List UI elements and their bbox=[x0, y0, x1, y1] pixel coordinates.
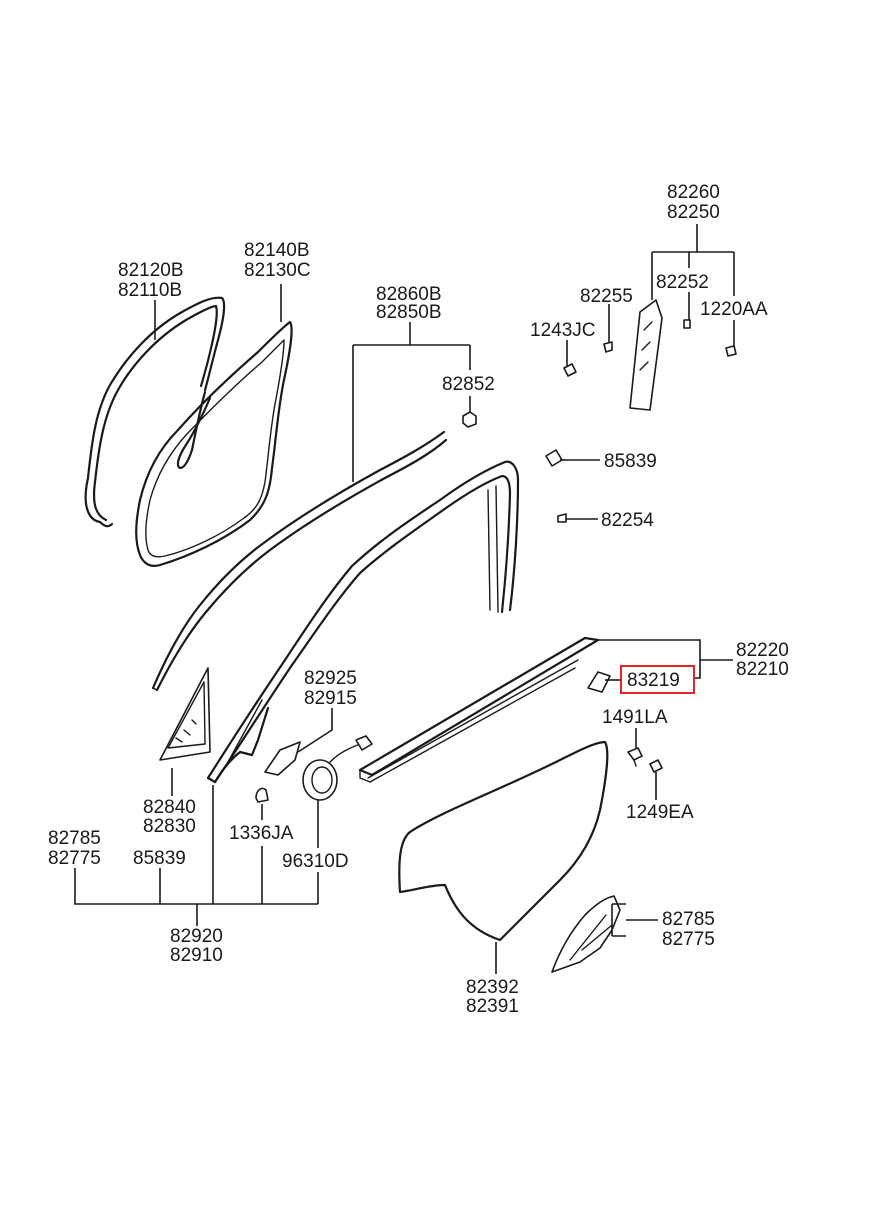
label-82920[interactable]: 82920 bbox=[170, 926, 223, 947]
clip-82255-drawing[interactable] bbox=[603, 341, 613, 353]
label-1243JC[interactable]: 1243JC bbox=[530, 320, 596, 341]
highlight-box bbox=[620, 665, 695, 694]
label-82830[interactable]: 82830 bbox=[143, 816, 196, 837]
label-82130C[interactable]: 82130C bbox=[244, 260, 311, 281]
label-82925[interactable]: 82925 bbox=[304, 668, 357, 689]
label-82260[interactable]: 82260 bbox=[667, 182, 720, 203]
clip-1336JA-drawing[interactable] bbox=[255, 787, 269, 803]
label-82850B[interactable]: 82850B bbox=[376, 302, 442, 323]
window-run-channel-drawing[interactable] bbox=[151, 430, 448, 692]
pad-83219-drawing[interactable] bbox=[587, 671, 611, 693]
label-82252[interactable]: 82252 bbox=[656, 272, 709, 293]
label-82392[interactable]: 82392 bbox=[466, 977, 519, 998]
label-82120B[interactable]: 82120B bbox=[118, 260, 184, 281]
part-labels: 82120B 82110B 82140B 82130C 82860B 82850… bbox=[48, 182, 789, 1017]
label-82391[interactable]: 82391 bbox=[466, 996, 519, 1017]
speaker-96310D-drawing[interactable] bbox=[302, 735, 373, 801]
fastener-1249EA-drawing[interactable] bbox=[649, 759, 663, 773]
label-82775-right[interactable]: 82775 bbox=[662, 929, 715, 950]
label-1249EA[interactable]: 1249EA bbox=[626, 802, 694, 823]
label-82785-right[interactable]: 82785 bbox=[662, 909, 715, 930]
door-frame-sash-drawing[interactable] bbox=[206, 460, 520, 784]
fastener-1491LA-drawing[interactable] bbox=[627, 747, 643, 767]
door-weatherstrip-outer-drawing[interactable] bbox=[84, 296, 226, 528]
belt-moulding-drawing[interactable] bbox=[358, 636, 600, 783]
label-82915[interactable]: 82915 bbox=[304, 688, 357, 709]
label-82860B[interactable]: 82860B bbox=[376, 284, 442, 305]
clip-85839-upper-drawing[interactable] bbox=[545, 449, 563, 467]
label-85839-upper[interactable]: 85839 bbox=[604, 451, 657, 472]
label-82785-left[interactable]: 82785 bbox=[48, 828, 101, 849]
bracket-82925-drawing[interactable] bbox=[264, 741, 301, 776]
label-1220AA[interactable]: 1220AA bbox=[700, 299, 768, 320]
door-weatherstrip-inner-drawing[interactable] bbox=[135, 320, 293, 567]
label-1336JA[interactable]: 1336JA bbox=[229, 823, 294, 844]
label-82210[interactable]: 82210 bbox=[736, 659, 789, 680]
door-glass-drawing[interactable] bbox=[398, 740, 609, 942]
clip-82252-drawing[interactable] bbox=[683, 319, 691, 329]
label-96310D[interactable]: 96310D bbox=[282, 851, 349, 872]
pillar-trim-drawing[interactable] bbox=[629, 299, 663, 411]
label-1491LA[interactable]: 1491LA bbox=[602, 707, 668, 728]
corner-garnish-drawing[interactable] bbox=[551, 895, 621, 973]
label-82255[interactable]: 82255 bbox=[580, 286, 633, 307]
label-82140B[interactable]: 82140B bbox=[244, 240, 310, 261]
label-85839-lower[interactable]: 85839 bbox=[133, 848, 186, 869]
clip-82254-drawing[interactable] bbox=[557, 513, 567, 523]
label-82250[interactable]: 82250 bbox=[667, 202, 720, 223]
clip-82852-drawing[interactable] bbox=[462, 411, 477, 428]
label-82254[interactable]: 82254 bbox=[601, 510, 654, 531]
label-82852[interactable]: 82852 bbox=[442, 374, 495, 395]
label-82840[interactable]: 82840 bbox=[143, 797, 196, 818]
mirror-corner-patch-drawing[interactable] bbox=[159, 667, 211, 761]
screw-1220AA-drawing[interactable] bbox=[725, 345, 737, 357]
label-82910[interactable]: 82910 bbox=[170, 945, 223, 966]
label-82110B[interactable]: 82110B bbox=[118, 280, 182, 301]
leader-lines bbox=[74, 224, 735, 974]
label-83219[interactable]: 83219 bbox=[627, 670, 680, 691]
screw-1243JC-drawing[interactable] bbox=[563, 363, 577, 377]
label-82775-left[interactable]: 82775 bbox=[48, 848, 101, 869]
label-82220[interactable]: 82220 bbox=[736, 640, 789, 661]
